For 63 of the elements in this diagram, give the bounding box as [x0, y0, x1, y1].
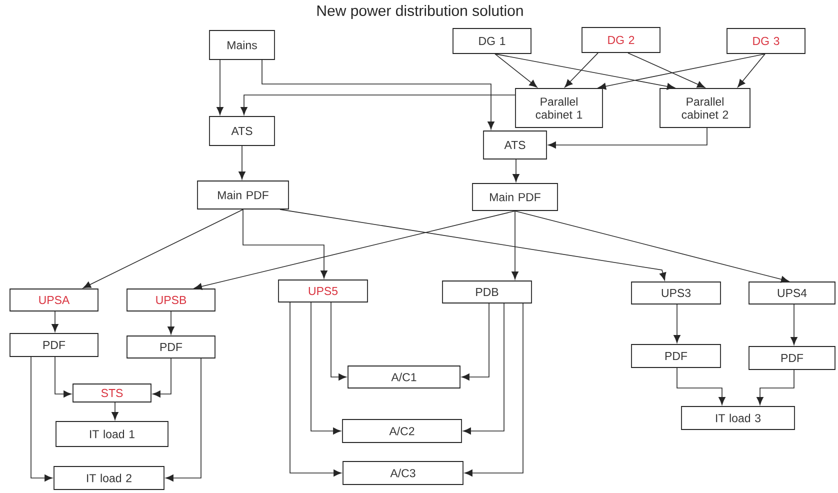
arrow [598, 54, 766, 90]
arrow [548, 128, 708, 148]
box: IT load 2 [54, 466, 164, 490]
box: STS [72, 384, 152, 402]
arrow [310, 302, 341, 434]
arrow [168, 311, 174, 334]
box: DG 1 [452, 28, 532, 54]
arrow [756, 370, 794, 405]
box: IT load 1 [56, 421, 168, 447]
arrow [242, 209, 328, 278]
arrow [262, 60, 494, 130]
box: Main PDF [472, 183, 558, 211]
arrow [628, 52, 706, 88]
arrow [240, 94, 516, 115]
arrow [194, 210, 516, 290]
arrow [514, 210, 789, 283]
arrow [738, 54, 766, 88]
arrow [676, 368, 726, 405]
arrow [82, 209, 244, 288]
arrow [464, 303, 524, 476]
box: ATS [209, 116, 275, 146]
arrow [330, 302, 346, 380]
box: A/C2 [342, 419, 462, 443]
box: PDF [10, 333, 98, 357]
arrow [674, 304, 680, 343]
arrow [30, 356, 52, 482]
box: Mains [209, 30, 275, 60]
box: ATS [483, 130, 547, 160]
arrow [512, 210, 518, 280]
box: UPS5 [278, 280, 368, 302]
arrow [463, 303, 504, 434]
arrow [112, 402, 118, 420]
arrow [290, 302, 342, 476]
arrow [462, 303, 490, 380]
arrow [512, 159, 520, 182]
box: PDF [126, 336, 216, 358]
arrow [152, 358, 172, 398]
arrow [280, 209, 666, 280]
arrow [216, 60, 224, 115]
box: Parallel cabinet 1 [515, 88, 603, 128]
arrow [790, 304, 798, 345]
box: DG 2 [582, 27, 660, 53]
box: Parallel cabinet 2 [660, 88, 750, 128]
arrow [52, 311, 58, 332]
box: IT load 3 [681, 406, 795, 430]
arrow [54, 356, 72, 398]
box: A/C3 [342, 461, 464, 485]
box: UPSA [10, 288, 98, 312]
arrow [494, 54, 538, 88]
box: UPSB [126, 288, 216, 312]
box: DG 3 [726, 28, 806, 54]
box: PDF [631, 344, 721, 368]
box: A/C1 [348, 366, 460, 388]
box: UPS4 [748, 282, 836, 304]
arrow [238, 146, 246, 180]
box: PDF [748, 346, 836, 370]
box: PDB [442, 280, 532, 304]
arrow [494, 54, 675, 90]
arrow [166, 358, 202, 482]
arrow [564, 52, 598, 88]
diagram-title: New power distribution solution [317, 5, 523, 19]
box: Main PDF [197, 180, 289, 210]
box: UPS3 [631, 282, 721, 304]
